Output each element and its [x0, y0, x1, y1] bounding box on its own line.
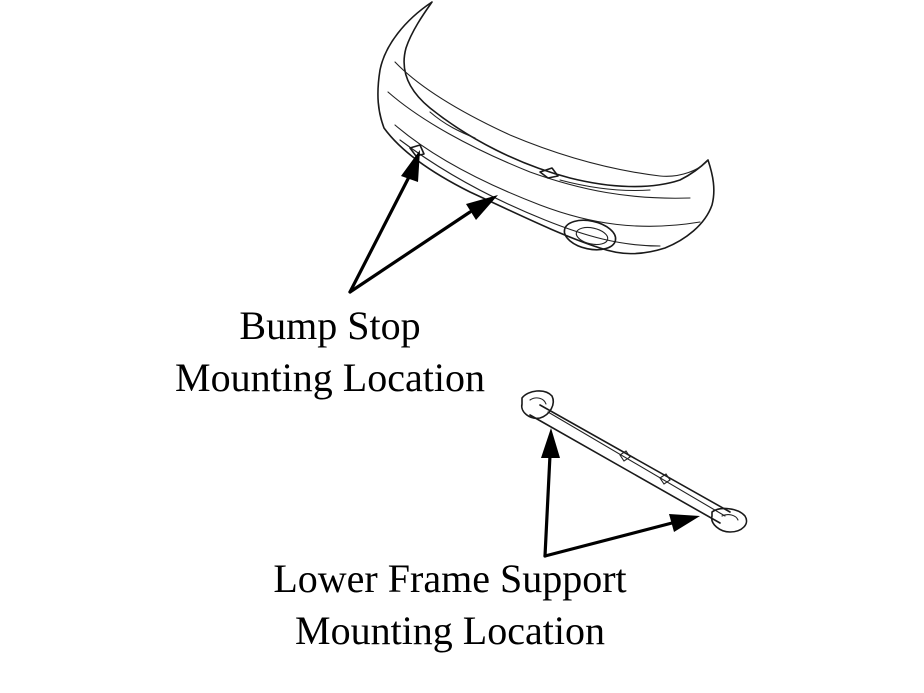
bump-stop-callout: Bump Stop Mounting Location	[140, 300, 520, 404]
lower-frame-label-line2: Mounting Location	[295, 608, 605, 653]
bumper-cover-illustration	[377, 1, 715, 255]
lower-frame-label-line1: Lower Frame Support	[273, 556, 627, 601]
bump-stop-leaders	[348, 150, 498, 294]
bump-stop-label-line2: Mounting Location	[175, 355, 485, 400]
bump-stop-label-line1: Bump Stop	[239, 303, 421, 348]
lower-frame-support-illustration	[520, 390, 748, 533]
lower-frame-callout: Lower Frame Support Mounting Location	[240, 553, 660, 657]
lower-frame-leaders	[541, 428, 700, 558]
